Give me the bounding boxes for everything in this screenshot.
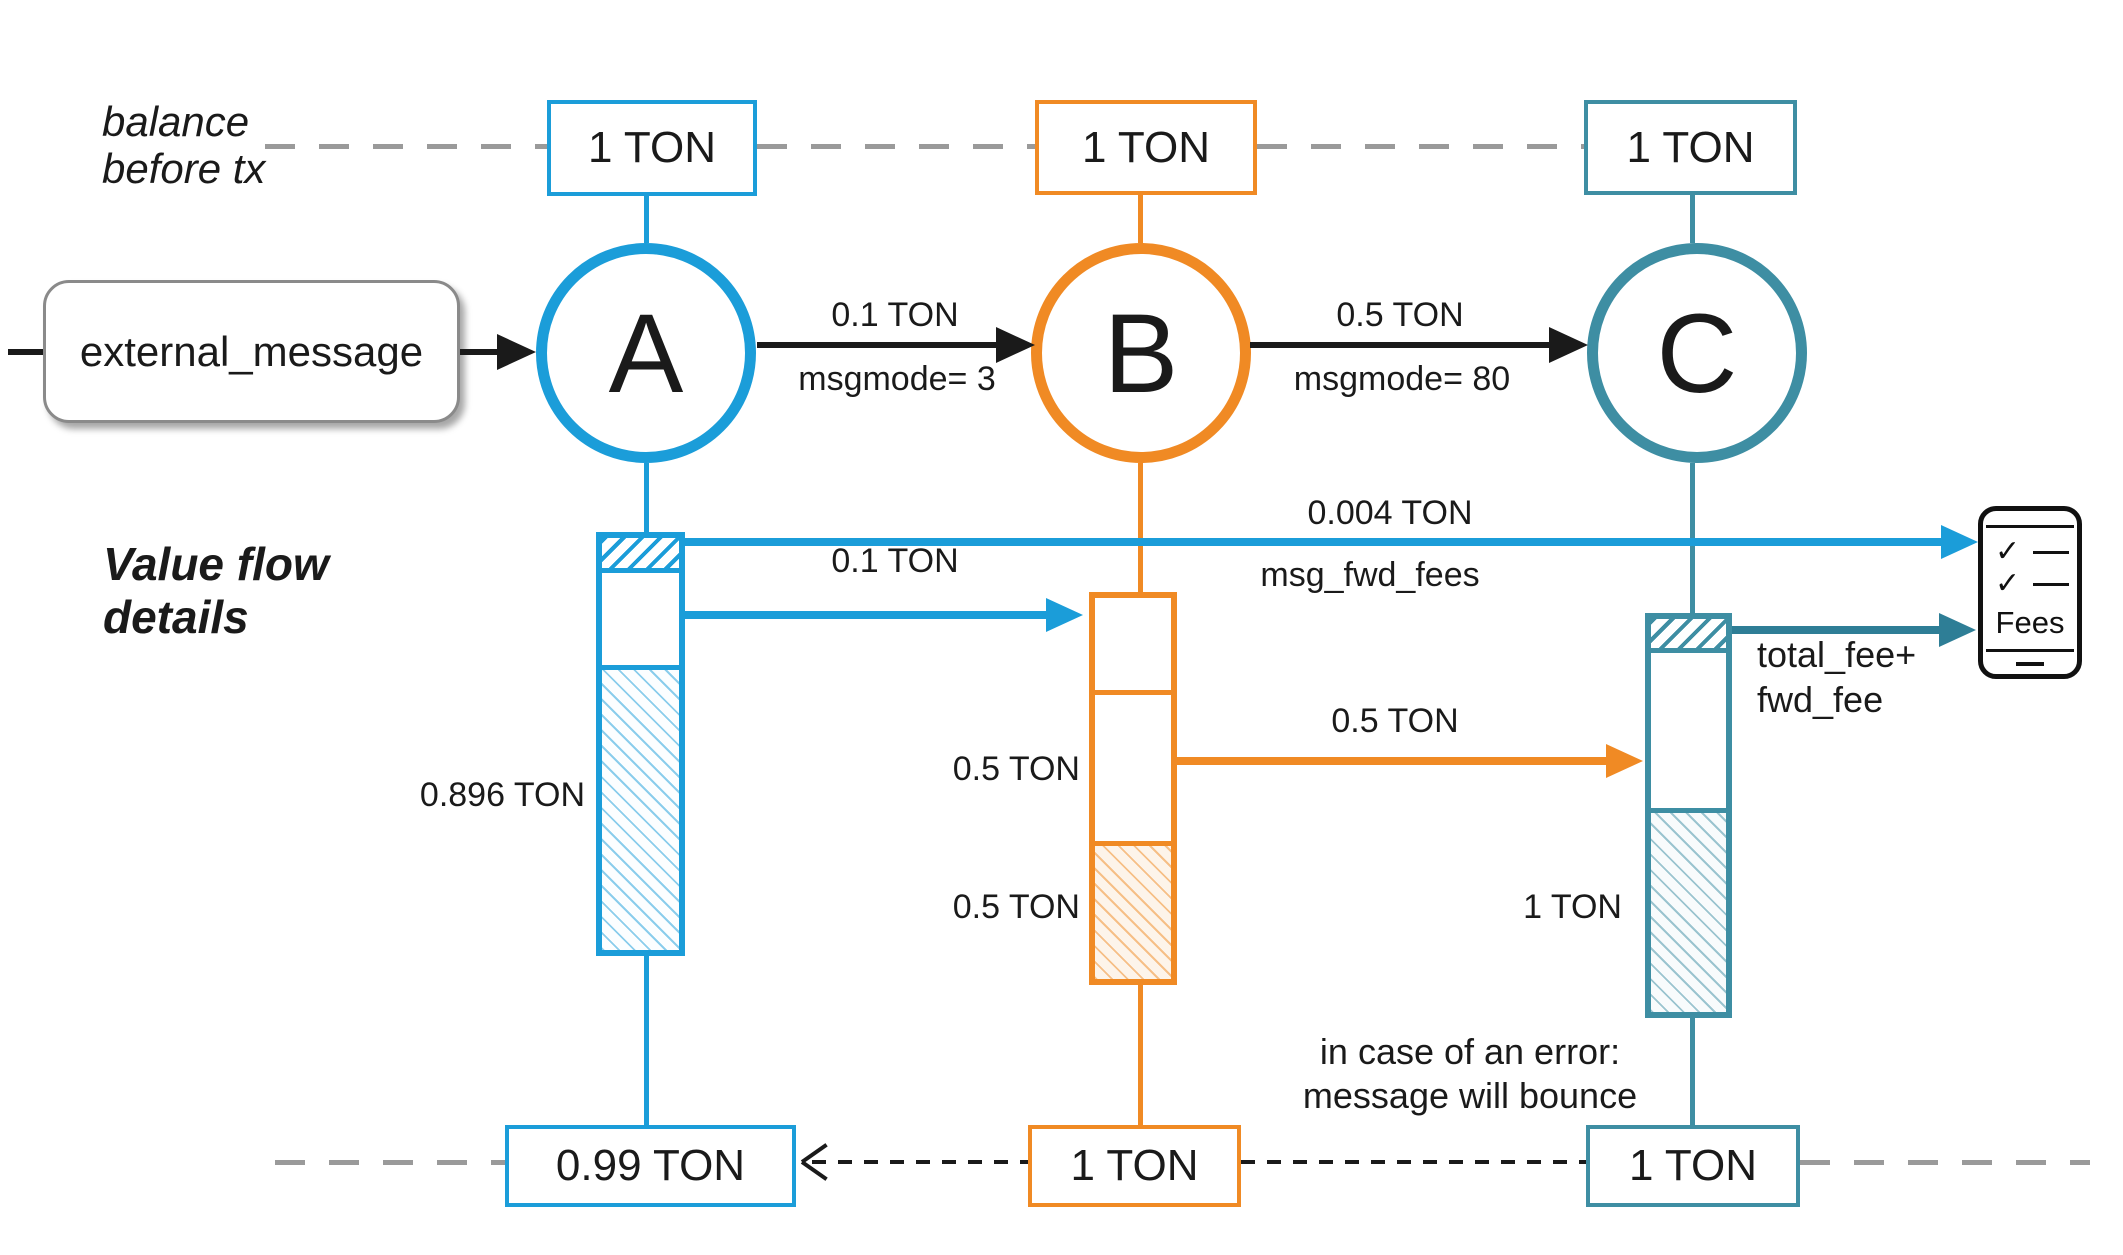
check-icon-2: ✓ [1995, 567, 2021, 600]
fees-line-1 [2033, 551, 2069, 554]
value-flow-title-line2: details [103, 591, 249, 643]
send-bc-arrow-line [1177, 757, 1609, 765]
check-icon: ✓ [1995, 535, 2021, 568]
bar-a-send-segment [602, 568, 679, 665]
msg-bc-arrowhead [1549, 327, 1588, 363]
balance-before-box-a: 1 TON [547, 100, 757, 196]
msg-bc-amount-label: 0.5 TON [1336, 296, 1464, 334]
msg-bc-arrow-line [1250, 342, 1552, 348]
balance-before-line2: before tx [102, 145, 266, 192]
balance-after-value-b: 1 TON [1070, 1141, 1199, 1190]
bar-b-received-segment [1095, 598, 1171, 690]
bar-a [596, 532, 685, 956]
top-dash-bc [1257, 144, 1584, 149]
send-ab-arrow-line [685, 611, 1049, 619]
bar-b-send-label: 0.5 TON [952, 750, 1080, 788]
balance-after-box-a: 0.99 TON [505, 1125, 796, 1207]
external-stub-line [8, 349, 43, 355]
node-a-label: A [608, 290, 684, 416]
bar-b [1089, 592, 1177, 985]
external-message-label: external_message [79, 327, 424, 375]
connector-a-mid [644, 463, 649, 532]
connector-b-top [1138, 195, 1143, 243]
balance-before-value-a: 1 TON [588, 123, 716, 172]
balance-before-value-b: 1 TON [1082, 122, 1210, 172]
value-flow-title-line1: Value flow [103, 538, 329, 590]
total-fee-arrow-line [1732, 626, 1942, 634]
connector-c-top [1690, 195, 1695, 243]
bar-c-fee-segment [1651, 619, 1726, 648]
external-message-box: external_message [43, 280, 460, 423]
bar-b-rest-label: 0.5 TON [952, 888, 1080, 926]
node-c-label: C [1656, 290, 1738, 416]
send-ab-arrowhead [1046, 598, 1083, 632]
bar-b-rest-segment [1095, 841, 1171, 979]
fwd-fee-arrow-line [685, 538, 1944, 546]
send-bc-amount-label: 0.5 TON [1331, 702, 1459, 740]
fees-receipt-icon: ✓ ✓ Fees [1978, 506, 2082, 679]
balance-after-box-b: 1 TON [1028, 1125, 1241, 1207]
fees-icon-divider [1986, 649, 2074, 652]
send-bc-arrowhead [1606, 744, 1643, 778]
node-b-circle: B [1031, 243, 1251, 463]
send-ab-amount-label: 0.1 TON [831, 542, 959, 580]
node-b-label: B [1103, 290, 1179, 416]
bottom-dash-left [275, 1160, 505, 1165]
fees-icon-topline [1986, 525, 2074, 528]
total-fee-label-line2: fwd_fee [1757, 679, 1884, 720]
fwd-fee-amount-label: 0.004 TON [1307, 494, 1473, 532]
bar-c-received-segment [1651, 648, 1726, 808]
bar-c-rest-label: 1 TON [1523, 888, 1622, 926]
bar-c [1645, 613, 1732, 1018]
bar-a-rest-segment [602, 665, 679, 950]
total-fee-arrowhead [1939, 613, 1976, 647]
balance-after-value-a: 0.99 TON [555, 1141, 746, 1190]
balance-before-box-c: 1 TON [1584, 100, 1797, 195]
total-fee-label-line1: total_fee+ [1757, 634, 1917, 675]
node-c-circle: C [1587, 243, 1807, 463]
external-arrow-line [460, 349, 502, 355]
bounce-dash-ab [812, 1160, 1028, 1164]
balance-after-value-c: 1 TON [1629, 1141, 1757, 1190]
bar-b-send-segment [1095, 690, 1171, 841]
connector-b-bottom [1138, 985, 1143, 1125]
msg-ab-amount-label: 0.1 TON [831, 296, 959, 334]
error-note: in case of an error: message will bounce [1303, 1030, 1637, 1118]
connector-a-bottom [644, 956, 649, 1125]
error-note-line2: message will bounce [1302, 1075, 1638, 1116]
connector-b-mid [1138, 463, 1143, 592]
top-dash-ab [757, 144, 1035, 149]
balance-before-box-b: 1 TON [1035, 100, 1257, 195]
node-a-circle: A [536, 243, 756, 463]
msg-ab-mode-label: msgmode= 3 [798, 360, 996, 398]
total-fee-label: total_fee+ fwd_fee [1757, 632, 1916, 722]
fees-icon-label: Fees [1995, 605, 2065, 640]
fees-icon-home-dash [2016, 662, 2044, 666]
balance-before-value-c: 1 TON [1626, 122, 1755, 172]
msg-ab-arrow-line [757, 342, 1000, 348]
msg-bc-mode-label: msgmode= 80 [1293, 360, 1511, 398]
bar-a-rest-label: 0.896 TON [419, 776, 585, 814]
balance-before-line1: balance [102, 98, 250, 145]
fees-line-2 [2033, 583, 2069, 586]
external-arrowhead [497, 334, 536, 370]
connector-a-top [644, 196, 649, 243]
balance-before-label: balance before tx [102, 98, 265, 192]
connector-c-bottom [1690, 1018, 1695, 1125]
bounce-dash-bc [1241, 1160, 1586, 1164]
error-note-line1: in case of an error: [1319, 1031, 1621, 1072]
fwd-fee-name-label: msg_fwd_fees [1260, 556, 1480, 594]
msg-ab-arrowhead [996, 327, 1035, 363]
bottom-dash-right [1800, 1160, 2090, 1165]
bar-a-fee-segment [602, 538, 679, 568]
bar-c-rest-segment [1651, 808, 1726, 1012]
fwd-fee-arrowhead [1941, 525, 1978, 559]
top-dash-left [265, 144, 547, 149]
value-flow-title: Value flow details [103, 538, 329, 644]
balance-after-box-c: 1 TON [1586, 1125, 1800, 1207]
